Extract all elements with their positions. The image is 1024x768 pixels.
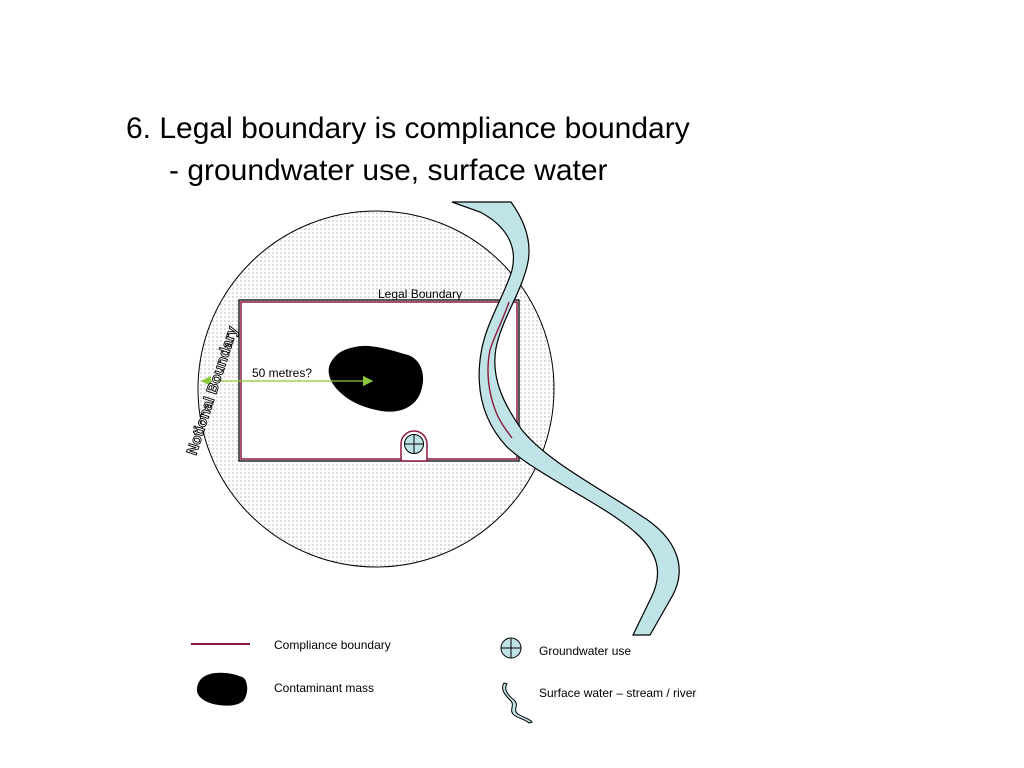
legend-compliance-label: Compliance boundary [274,638,391,652]
legend-surface-water-label: Surface water – stream / river [539,686,696,700]
river-compliance-edge [487,301,513,439]
river-stream [451,201,680,636]
title-line-2: - groundwater use, surface water [169,154,608,187]
legend-contaminant-icon [196,672,248,706]
title-line-1: 6. Legal boundary is compliance boundary [126,112,690,145]
groundwater-well-icon [404,434,424,454]
legend-groundwater-label: Groundwater use [539,644,631,658]
contaminant-mass [328,345,424,412]
legend-surface-water-icon [502,682,533,724]
legal-boundary-label: Legal Boundary [378,287,462,301]
distance-label: 50 metres? [252,366,312,380]
legend-groundwater-icon [500,637,522,659]
slide-title: 6. Legal boundary is compliance boundary… [126,108,690,192]
legend-contaminant-label: Contaminant mass [274,681,374,695]
